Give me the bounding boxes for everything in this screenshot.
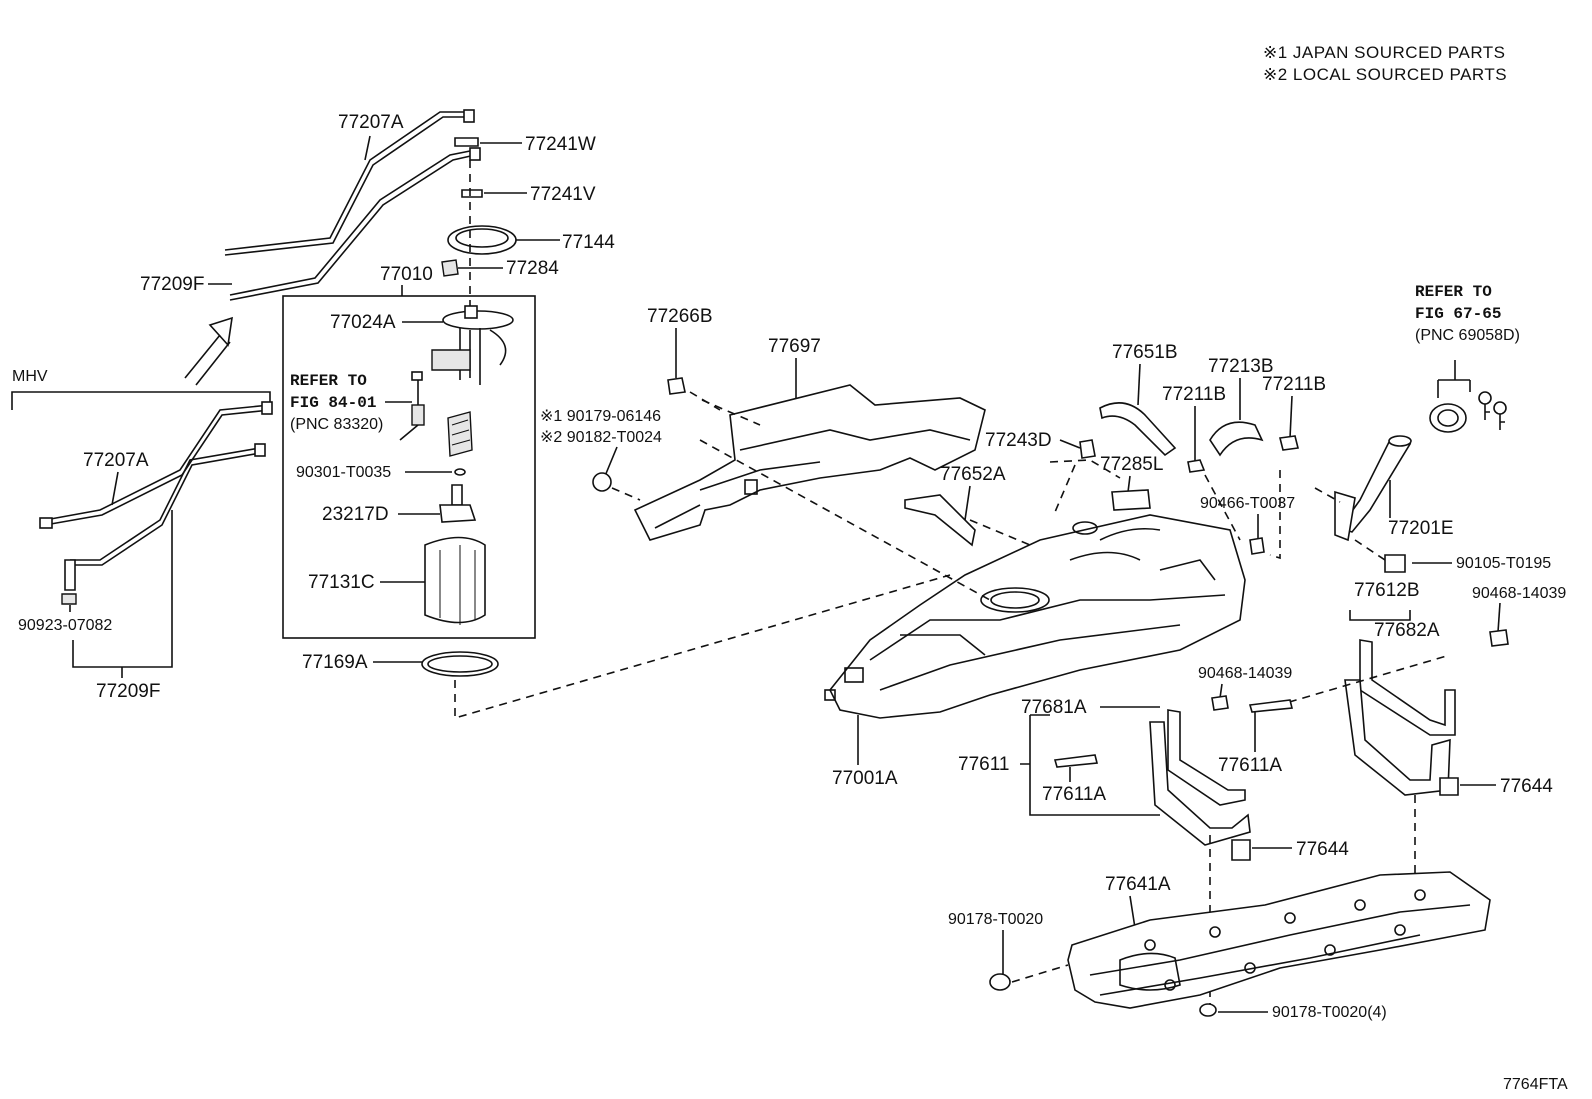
fuel-tube-mhv-assembly — [39, 401, 273, 605]
label-77241V: 77241V — [530, 184, 596, 205]
group-label-mhv: MHV — [12, 368, 48, 385]
fuel-pump-23217D — [439, 484, 477, 523]
o-ring-90301 — [454, 468, 466, 476]
label-77209F-top: 77209F — [140, 274, 204, 295]
bolt-77611A-b — [1248, 699, 1294, 713]
hose-77213B — [1209, 421, 1264, 457]
clip-77266B — [667, 377, 686, 395]
clamp-77211B-b — [1279, 435, 1299, 451]
label-77213B: 77213B — [1208, 356, 1274, 377]
label-90179-06146: ※1 90179-06146 — [540, 408, 661, 425]
valve-77285L — [1111, 489, 1151, 511]
cushion-77651B — [1099, 402, 1177, 457]
ref-fig67-line3: (PNC 69058D) — [1415, 327, 1520, 344]
fuel-tube-top-assembly — [224, 109, 483, 301]
figure-code: 7764FTA — [1503, 1076, 1568, 1093]
label-77611: 77611 — [958, 754, 1009, 775]
fuel-pump-bracket-77131C — [424, 536, 486, 625]
label-77024A: 77024A — [330, 312, 396, 333]
label-77211B-b: 77211B — [1262, 374, 1326, 395]
label-77266B: 77266B — [647, 306, 713, 327]
label-77611A-a: 77611A — [1042, 784, 1106, 805]
label-77611A-b: 77611A — [1218, 755, 1282, 776]
label-90301-T0035: 90301-T0035 — [296, 464, 391, 481]
label-90923-07082: 90923-07082 — [18, 617, 112, 634]
tank-under-cover-77641A — [1067, 871, 1491, 1009]
label-77209F-mhv: 77209F — [96, 681, 160, 702]
fuel-pump-assembly-box — [282, 295, 536, 639]
note-japan-sourced: ※1 JAPAN SOURCED PARTS — [1263, 43, 1506, 62]
tank-band-77612B — [1344, 639, 1456, 796]
valve-77243D — [1079, 439, 1096, 459]
label-77285L: 77285L — [1100, 454, 1163, 475]
label-77641A: 77641A — [1105, 874, 1171, 895]
clip-90468-b — [1211, 695, 1229, 711]
ref-fig84-line3: (PNC 83320) — [290, 416, 383, 433]
fuel-tank-77001A — [824, 514, 1246, 719]
note-local-sourced: ※2 LOCAL SOURCED PARTS — [1263, 65, 1507, 84]
direction-arrow — [184, 316, 233, 386]
fuel-cap-with-keys — [1429, 391, 1507, 433]
label-77681A: 77681A — [1021, 697, 1087, 718]
label-90468-14039-a: 90468-14039 — [1472, 585, 1566, 602]
label-90178-T0020-a: 90178-T0020 — [948, 911, 1043, 928]
label-77652A: 77652A — [940, 464, 1006, 485]
ref-fig84-line1: REFER TO — [290, 372, 367, 390]
label-77241W: 77241W — [525, 134, 596, 155]
cushion-77652A — [904, 494, 976, 547]
label-77644-a: 77644 — [1500, 776, 1553, 797]
clip-90468-a — [1489, 629, 1509, 647]
fuel-pump-flange — [431, 305, 514, 385]
label-77697: 77697 — [768, 336, 821, 357]
label-90178-T0020-4: 90178-T0020(4) — [1272, 1004, 1387, 1021]
label-77010: 77010 — [380, 264, 433, 285]
label-77207A-mhv: 77207A — [83, 450, 149, 471]
label-90105-T0195: 90105-T0195 — [1456, 555, 1551, 572]
label-77144: 77144 — [562, 232, 615, 253]
nut-90178-b — [1199, 1003, 1217, 1017]
label-90468-14039-b: 90468-14039 — [1198, 665, 1292, 682]
tank-band-77681A — [1149, 709, 1251, 846]
label-77284: 77284 — [506, 258, 559, 279]
clamp-77211B-a — [1187, 459, 1206, 473]
label-77001A: 77001A — [832, 768, 898, 789]
label-77169A: 77169A — [302, 652, 368, 673]
fuel-pump-retainer-ring — [447, 225, 517, 255]
label-23217D: 23217D — [322, 504, 389, 525]
label-77211B-a: 77211B — [1162, 384, 1226, 405]
nut-90178-a — [989, 973, 1011, 991]
nut-90179 — [592, 472, 612, 492]
label-77131C: 77131C — [308, 572, 375, 593]
label-77243D: 77243D — [985, 430, 1052, 451]
clip-90466 — [1249, 537, 1265, 555]
label-77201E: 77201E — [1388, 518, 1454, 539]
label-77612B: 77612B — [1354, 580, 1420, 601]
label-90182-T0024: ※2 90182-T0024 — [540, 429, 662, 446]
label-90466-T0037: 90466-T0037 — [1200, 495, 1295, 512]
ref-fig84-line2: FIG 84-01 — [290, 394, 376, 412]
filler-pipe-77201E — [1334, 435, 1412, 542]
label-77682A: 77682A — [1374, 620, 1440, 641]
fuel-sender-gauge — [399, 371, 425, 441]
ref-fig67-line1: REFER TO — [1415, 283, 1492, 301]
bolt-90105 — [1384, 554, 1406, 573]
gasket-77284 — [441, 259, 459, 277]
bolt-77644-a — [1439, 777, 1459, 796]
bolt-77644-b — [1231, 839, 1251, 861]
fuel-filter — [447, 411, 473, 457]
bolt-77611A-a — [1053, 754, 1099, 768]
label-77651B: 77651B — [1112, 342, 1178, 363]
ref-fig67-line2: FIG 67-65 — [1415, 305, 1501, 323]
label-77644-b: 77644 — [1296, 839, 1349, 860]
label-77207A-top: 77207A — [338, 112, 404, 133]
heat-protector-77697 — [633, 384, 986, 541]
